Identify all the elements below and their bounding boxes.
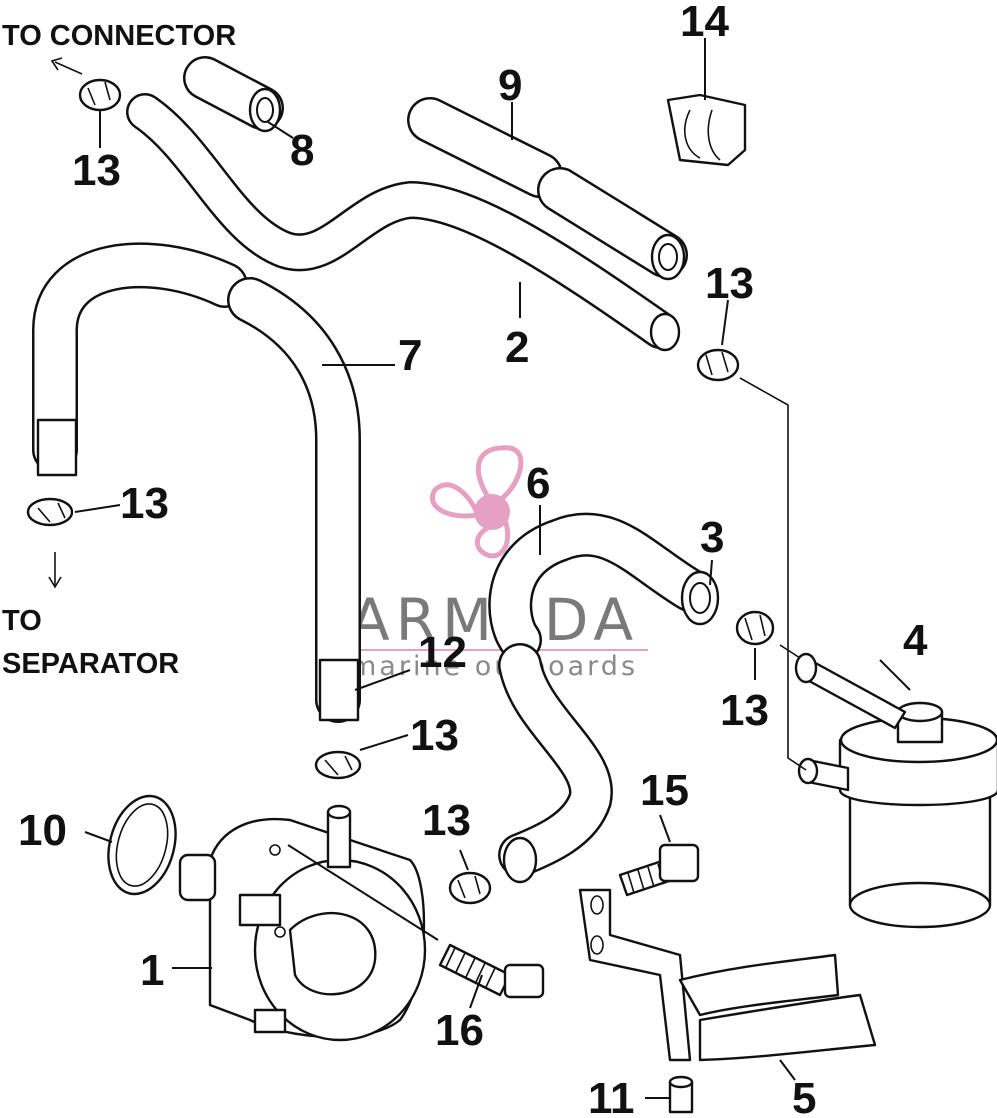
o-ring-10 [107,794,177,896]
hose-8 [183,56,284,133]
callout-8: 8 [290,126,314,175]
bolt-15 [618,843,700,897]
hose-9 [407,97,688,281]
label-to-separator-line2: SEPARATOR [2,648,179,680]
hose-clip-13-right [735,610,775,646]
callout-4: 4 [903,616,928,665]
callout-9: 9 [498,61,522,110]
hose-2 [126,93,681,352]
hose-clip-13-bottom [448,871,492,905]
hose-clip-13-lower [314,750,362,780]
hose-6 [488,512,720,884]
callout-10: 10 [18,806,67,855]
callout-13-bottom: 13 [422,796,471,845]
bolt-16 [438,943,545,999]
callout-13-top: 13 [72,146,121,195]
callout-5: 5 [792,1074,816,1118]
callout-11: 11 [588,1074,635,1118]
hose-7 [32,242,361,723]
label-to-connector: TO CONNECTOR [2,20,236,52]
clamp-14 [666,93,747,167]
callout-13-lower: 13 [410,711,459,760]
callout-13-mid: 13 [705,259,754,308]
collar-11 [668,1075,694,1114]
callout-16: 16 [435,1006,484,1055]
fuel-filter-4 [794,652,997,929]
hose-clip-13-mid [696,348,740,382]
leader-lines [74,38,911,1099]
fuel-pump-1 [178,804,427,1042]
bracket-5 [578,888,877,1062]
arrow-to-connector-icon [50,57,83,75]
callout-13-right: 13 [720,686,769,735]
callout-12: 12 [418,628,467,677]
hose-clip-13-top [78,78,122,112]
callout-7: 7 [398,331,422,380]
propeller-logo-icon [430,445,524,559]
callout-2: 2 [505,323,529,372]
callout-14: 14 [680,0,729,46]
callout-3: 3 [700,513,724,562]
callout-1: 1 [140,946,164,995]
callout-6: 6 [526,459,550,508]
arrow-to-separator-icon [48,552,62,589]
label-to-separator-line1: TO [2,605,42,637]
callout-15: 15 [640,766,689,815]
watermark-tagline: marine outboards [350,651,638,682]
callout-13-left: 13 [120,479,169,528]
hose-clip-13-left [26,497,74,527]
